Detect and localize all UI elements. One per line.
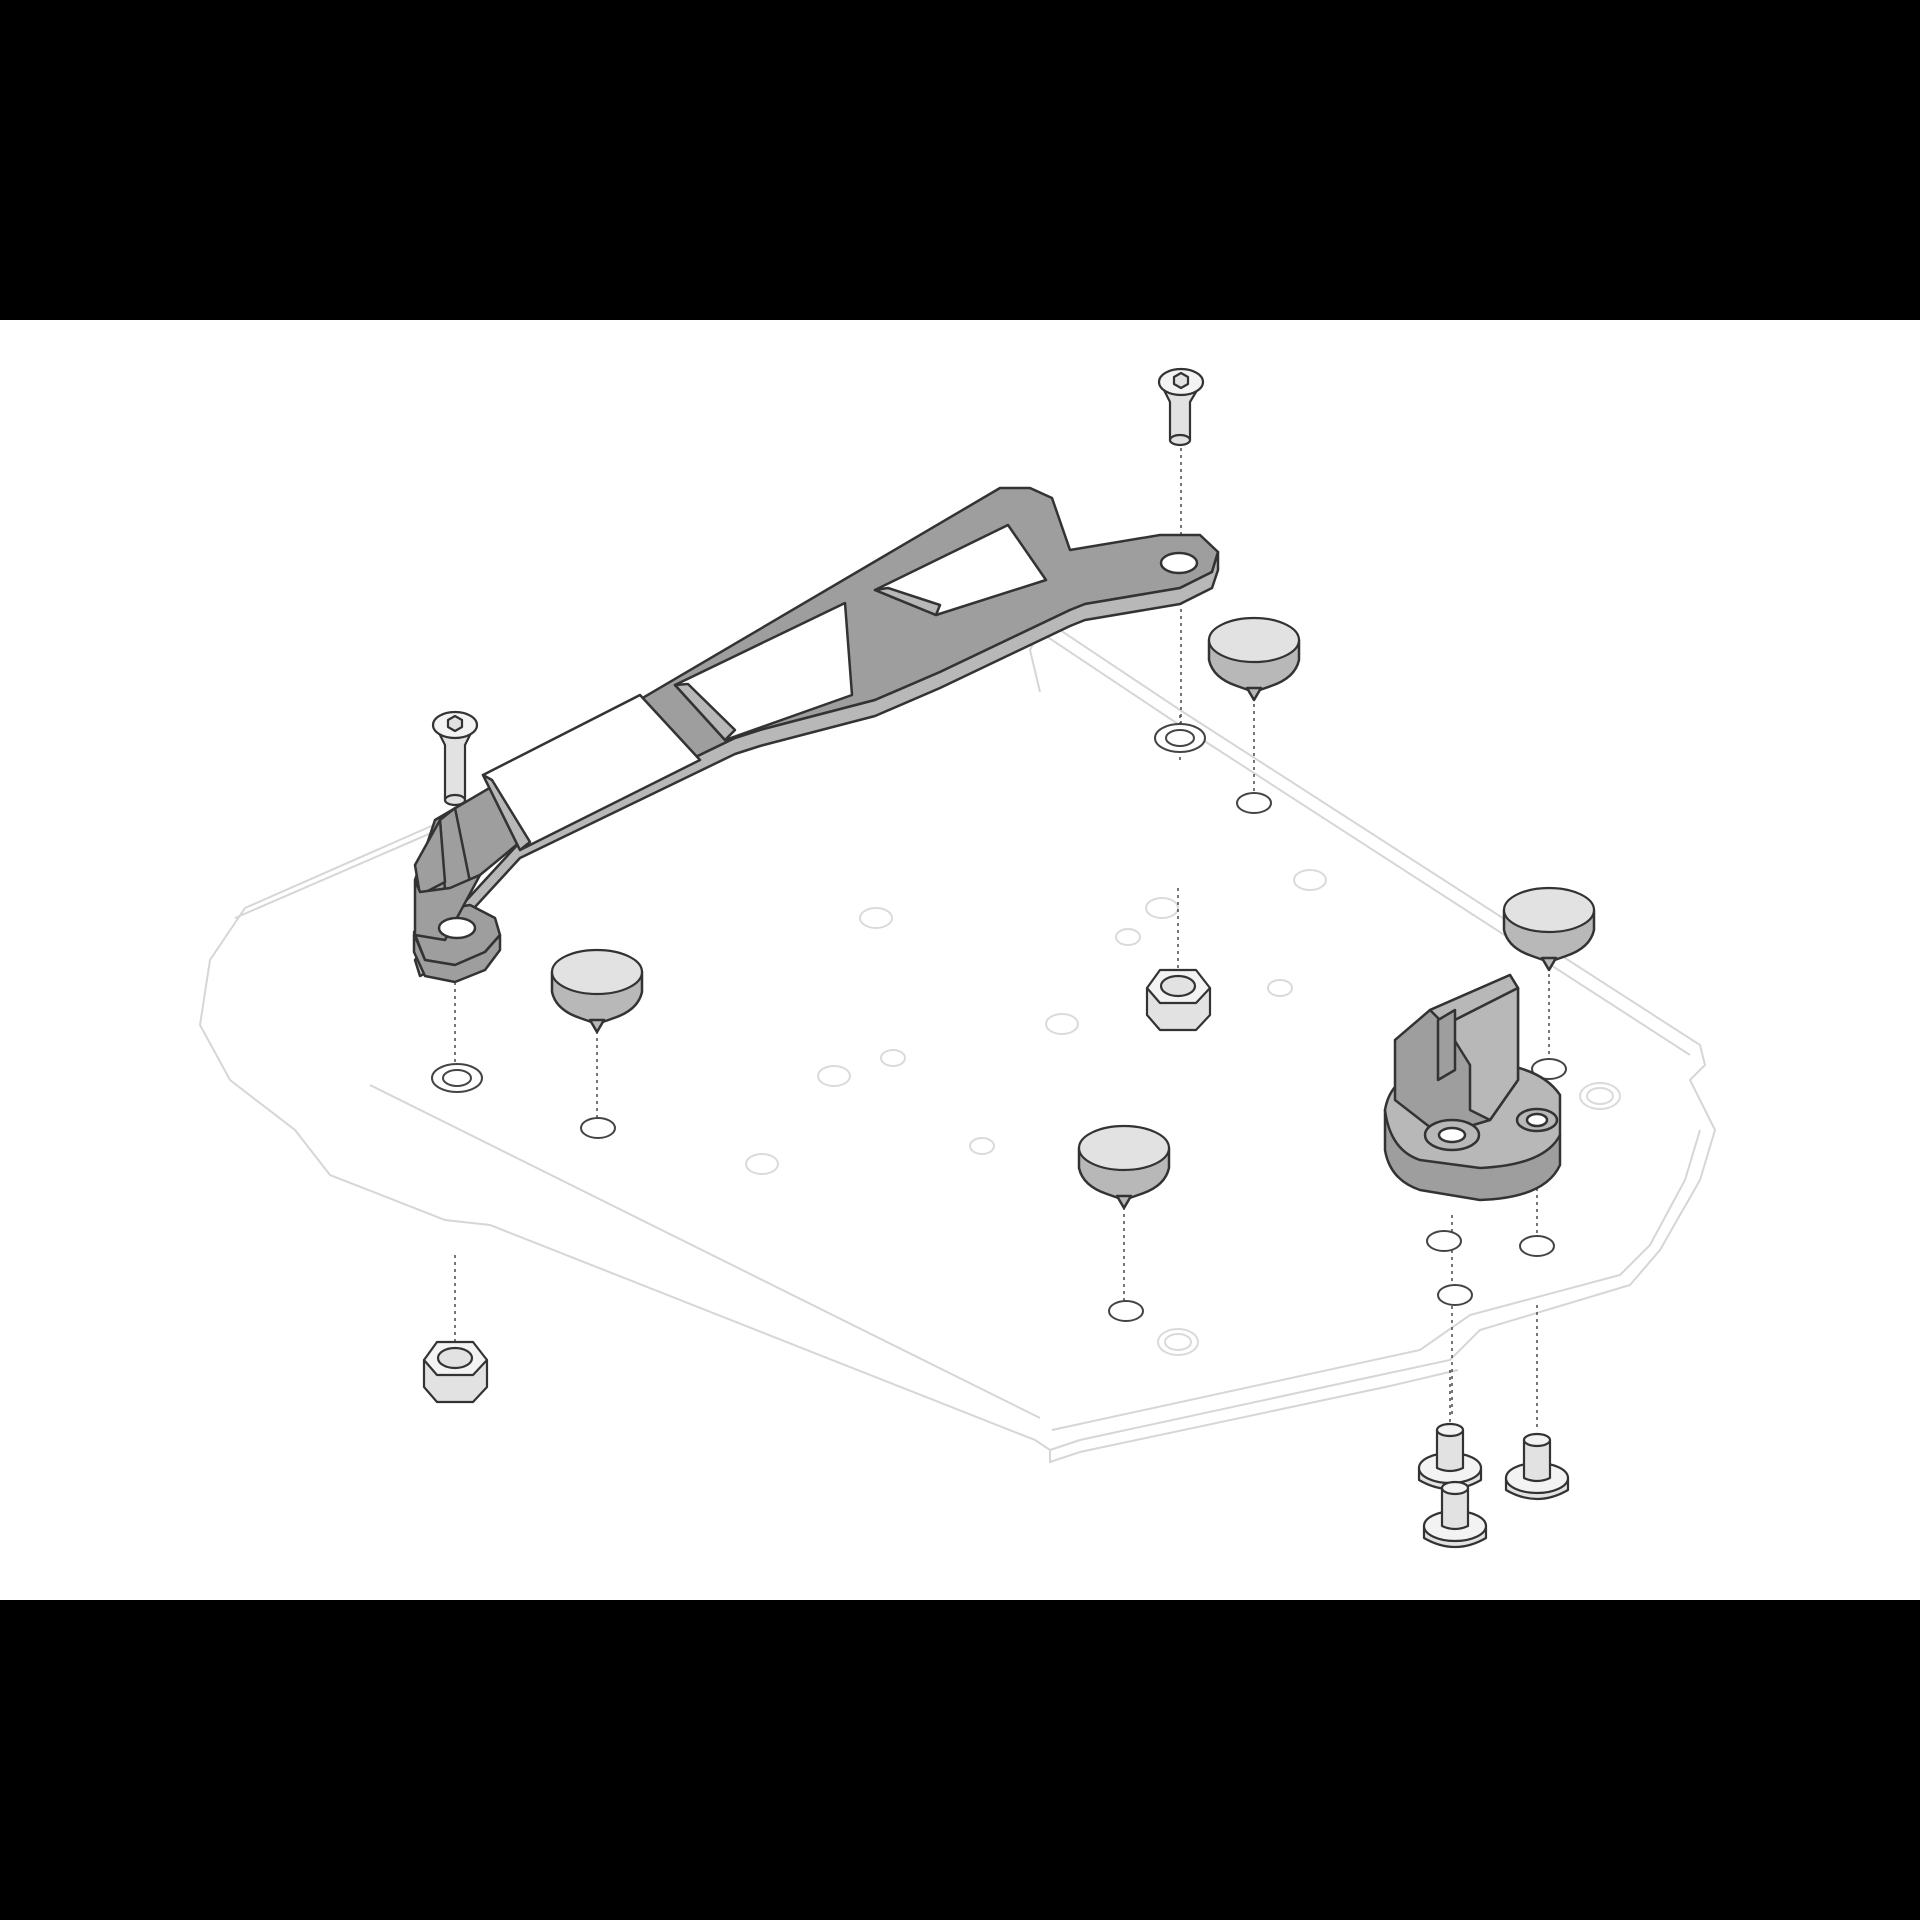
rubber-pad <box>1077 1124 1171 1210</box>
exploded-diagram <box>198 367 1717 1548</box>
countersunk-screw <box>431 710 479 807</box>
rubber-pad <box>550 948 644 1034</box>
rubber-pad <box>1207 616 1301 702</box>
diagram-canvas <box>0 320 1920 1600</box>
rubber-pad <box>1502 886 1596 972</box>
flange-bolt <box>1417 1422 1483 1490</box>
hex-nut <box>1145 968 1212 1032</box>
countersunk-screw <box>1157 367 1205 447</box>
bracket <box>412 486 1220 984</box>
target-holes <box>431 723 1567 1322</box>
plate-holes <box>745 869 1621 1356</box>
flange-bolt <box>1504 1432 1570 1500</box>
flange-bolt <box>1422 1480 1488 1548</box>
lock-block <box>1383 973 1562 1202</box>
letterbox-top <box>0 0 1920 320</box>
letterbox-bottom <box>0 1600 1920 1920</box>
assembly-lines <box>454 448 1550 1470</box>
hex-nut <box>422 1340 489 1404</box>
